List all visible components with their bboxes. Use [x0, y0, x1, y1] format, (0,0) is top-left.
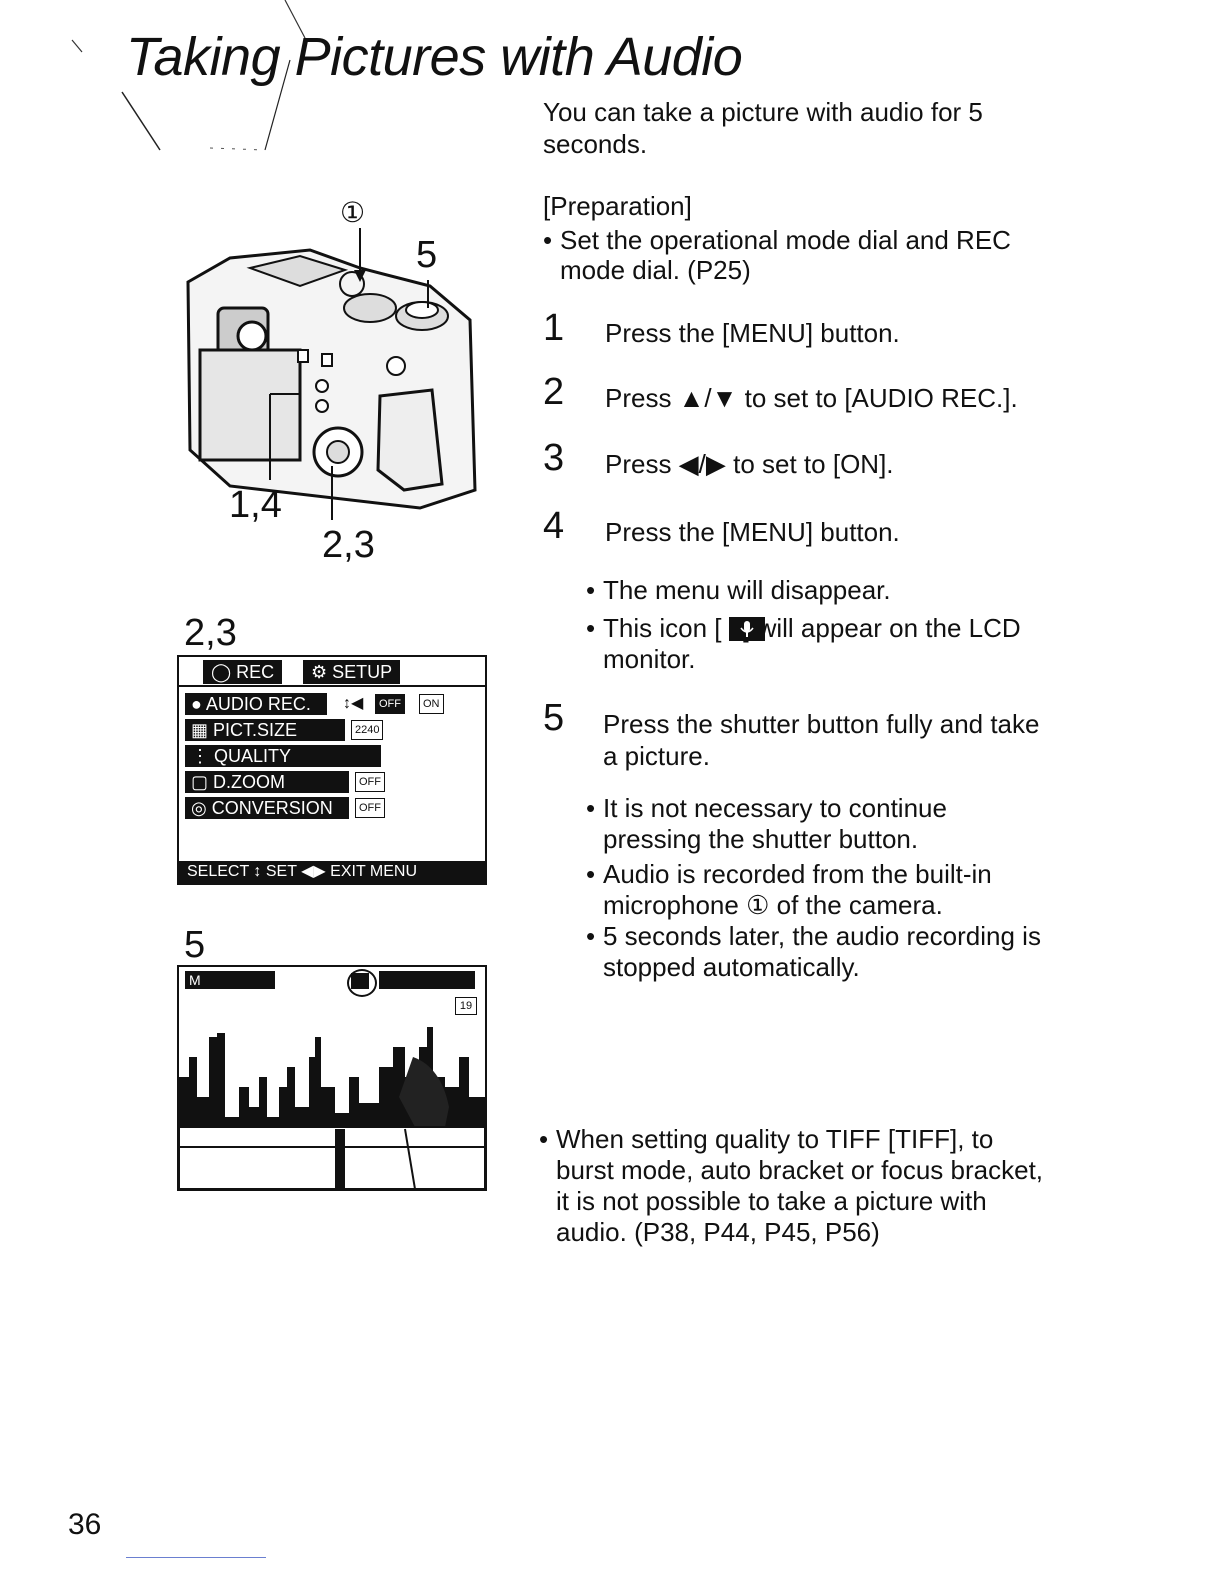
- tab-setup: ⚙ SETUP: [303, 660, 401, 684]
- tab-rec: ◯ REC: [203, 660, 283, 684]
- audio-icon-highlight: [347, 969, 377, 997]
- step-3-number: 3: [543, 437, 565, 479]
- record-figure-label: 5: [184, 924, 206, 966]
- dzoom-value: OFF: [355, 772, 385, 792]
- page-number: 36: [68, 1508, 102, 1541]
- step-5-text: Press the shutter button fully and take …: [603, 709, 1040, 771]
- callout-menu-button: 1,4: [229, 484, 282, 526]
- frame-counter: 19: [455, 997, 477, 1015]
- audio-off-option: OFF: [375, 694, 405, 714]
- step-1-number: 1: [543, 307, 565, 349]
- pict-size-value: 2240: [351, 720, 384, 740]
- step-2-number: 2: [543, 371, 565, 413]
- camera-illustration: [186, 228, 477, 520]
- menu-footer: SELECT ↕ SET ◀▶ EXIT MENU: [179, 861, 485, 883]
- step-4-bullet-1: The menu will disappear.: [586, 574, 1033, 606]
- audio-on-option: ON: [419, 694, 444, 714]
- audio-rec-icon: [729, 617, 765, 641]
- step-5-bullet-2: Audio is recorded from the built-in micr…: [586, 859, 1043, 921]
- preparation-heading: [Preparation]: [543, 191, 692, 221]
- step-5-number: 5: [543, 697, 565, 739]
- conversion-value: OFF: [355, 798, 385, 818]
- menu-row-audio-rec: ● AUDIO REC.: [185, 693, 327, 715]
- page-title: Taking Pictures with Audio: [126, 27, 743, 87]
- updown-icon: ↕◀: [343, 695, 364, 712]
- footer-rule: [126, 1557, 266, 1558]
- menu-lcd-screen: ◯ REC ⚙ SETUP ● AUDIO REC. ↕◀ OFF ON ▦ P…: [177, 655, 487, 885]
- callout-shutter: 5: [416, 234, 438, 276]
- audio-rec-indicator-icon: [351, 973, 369, 989]
- intro-text: You can take a picture with audio for 5 …: [543, 97, 983, 159]
- tiff-note: When setting quality to TIFF [TIFF], to …: [539, 1124, 1056, 1248]
- step-4-bullet-2: This icon [ ] will appear on the LCD mon…: [586, 613, 1033, 675]
- menu-row-quality: ⋮ QUALITY: [185, 745, 381, 767]
- callout-cross-button: 2,3: [322, 524, 375, 566]
- step-3-text: Press ◀/▶ to set to [ON].: [605, 449, 894, 479]
- step-1-text: Press the [MENU] button.: [605, 318, 900, 348]
- title-decoration: [71, 0, 306, 151]
- skyline-scene: [179, 1027, 485, 1189]
- step-4-text: Press the [MENU] button.: [605, 517, 900, 547]
- status-icons: [379, 971, 475, 989]
- menu-row-pict-size: ▦ PICT.SIZE: [185, 719, 345, 741]
- menu-row-conversion: ◎ CONVERSION: [185, 797, 349, 819]
- step-5-bullet-3: 5 seconds later, the audio recording is …: [586, 921, 1043, 983]
- step-5-bullet-1: It is not necessary to continue pressing…: [586, 793, 1043, 855]
- menu-row-dzoom: ▢ D.ZOOM: [185, 771, 349, 793]
- callout-microphone: ①: [340, 197, 366, 228]
- step-4-number: 4: [543, 505, 565, 547]
- preparation-bullet: Set the operational mode dial and REC mo…: [543, 225, 1040, 285]
- step-2-text: Press ▲/▼ to set to [AUDIO REC.].: [605, 383, 1018, 413]
- menu-figure-label: 2,3: [184, 612, 237, 654]
- record-lcd-screen: M 19: [177, 965, 487, 1191]
- mode-indicator: M: [185, 971, 275, 989]
